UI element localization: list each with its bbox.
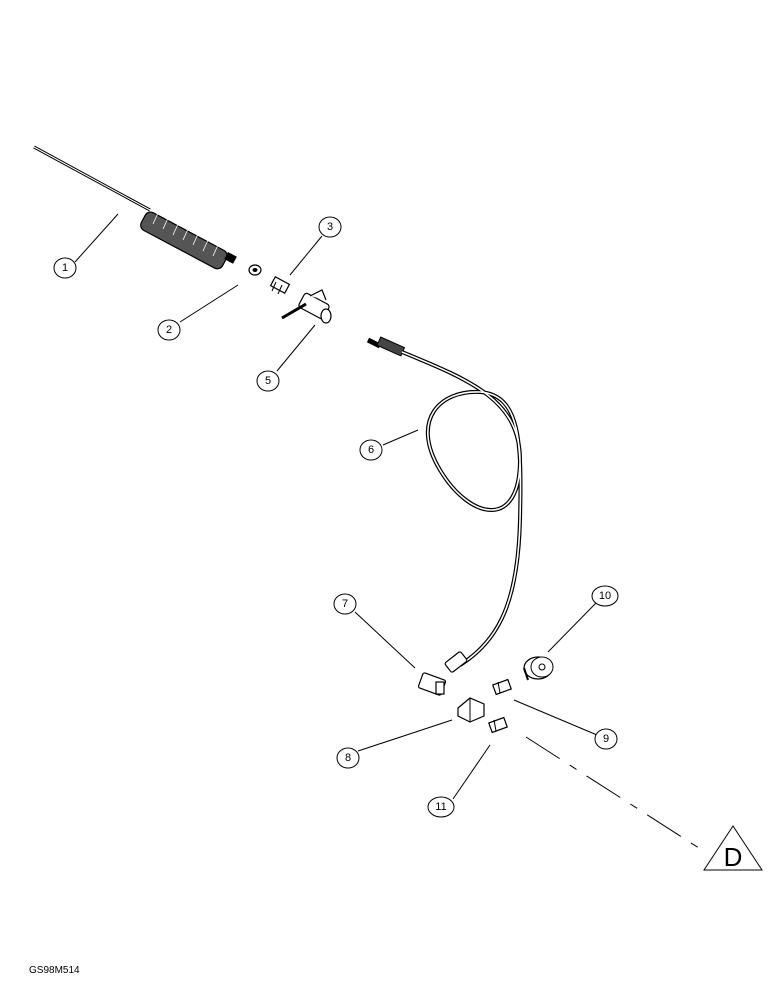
part-adapter-9 [492,678,512,696]
callout-2-label: 2 [166,324,172,336]
leader-lines [74,213,703,851]
callout-5: 5 [256,370,280,392]
callout-8: 8 [336,747,360,769]
callout-9: 9 [594,728,618,750]
callout-3: 3 [318,216,342,238]
callout-10: 10 [591,585,619,607]
part-adapter-11 [488,716,508,734]
callout-1: 1 [53,257,77,279]
callout-10-label: 10 [599,590,611,602]
reference-marker-triangle: D [703,825,763,872]
part-seal [248,264,262,276]
callout-6-label: 6 [368,444,374,456]
callout-9-label: 9 [603,733,609,745]
callout-6: 6 [359,439,383,461]
part-wand [33,145,237,270]
callout-1-label: 1 [62,262,68,274]
callout-11: 11 [427,796,455,818]
figure-code: GS98M514 [29,965,80,976]
callout-8-label: 8 [345,752,351,764]
callout-5-label: 5 [265,375,271,387]
part-fitting-7 [417,672,447,696]
part-nipple [269,276,291,295]
callout-2: 2 [157,319,181,341]
callout-11-label: 11 [435,801,446,813]
callout-7: 7 [333,593,357,615]
part-elbow [457,697,485,723]
reference-marker-label: D [724,842,743,872]
part-hose [366,336,523,673]
callout-7-label: 7 [342,598,348,610]
part-valve [281,289,332,324]
part-cap [523,656,554,681]
callout-3-label: 3 [327,221,333,233]
